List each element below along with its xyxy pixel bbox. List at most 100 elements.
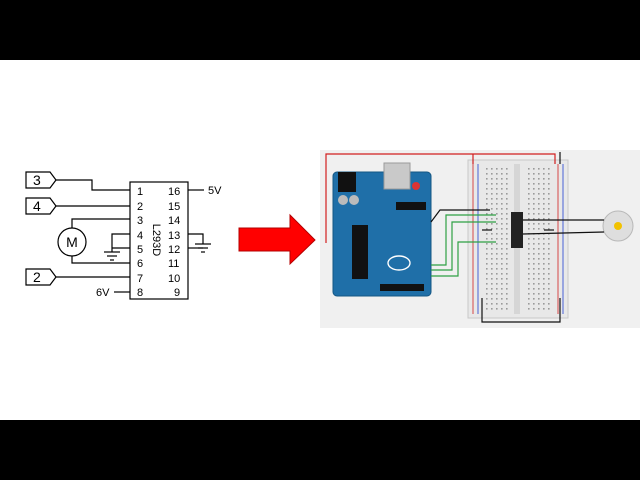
breadboard-hole — [506, 303, 508, 305]
wire-pin1 — [56, 179, 130, 191]
breadboard-hole — [533, 208, 535, 210]
breadboard-hole — [538, 298, 540, 300]
breadboard-chip — [511, 212, 523, 248]
breadboard-hole — [486, 288, 488, 290]
bottom-letterbox-bar — [0, 420, 640, 480]
breadboard-hole — [533, 248, 535, 250]
breadboard-hole — [543, 293, 545, 295]
breadboard-hole — [538, 228, 540, 230]
breadboard-hole — [543, 208, 545, 210]
breadboard-hole — [543, 228, 545, 230]
breadboard-hole — [496, 168, 498, 170]
breadboard-hole — [496, 233, 498, 235]
breadboard-hole — [533, 278, 535, 280]
breadboard-hole — [548, 173, 550, 175]
breadboard-hole — [538, 238, 540, 240]
breadboard-hole — [506, 218, 508, 220]
breadboard-hole — [543, 308, 545, 310]
breadboard-hole — [538, 243, 540, 245]
breadboard-hole — [548, 223, 550, 225]
breadboard-hole — [506, 228, 508, 230]
breadboard-hole — [506, 208, 508, 210]
breadboard-hole — [501, 283, 503, 285]
breadboard-hole — [491, 268, 493, 270]
breadboard-hole — [506, 178, 508, 180]
breadboard-hole — [538, 303, 540, 305]
breadboard-hole — [501, 178, 503, 180]
breadboard-hole — [506, 193, 508, 195]
breadboard-hole — [528, 198, 530, 200]
wire-pin6 — [71, 256, 130, 264]
breadboard-hole — [548, 208, 550, 210]
capacitor-1 — [338, 195, 348, 205]
diagram-canvas: 1 2 3 4 5 6 7 8 16 15 14 13 12 11 10 9 L… — [0, 60, 640, 420]
breadboard-hole — [501, 288, 503, 290]
breadboard-hole — [528, 188, 530, 190]
breadboard-hole — [528, 183, 530, 185]
breadboard-hole — [533, 188, 535, 190]
breadboard-hole — [543, 243, 545, 245]
breadboard-hole — [496, 188, 498, 190]
breadboard-hole — [543, 183, 545, 185]
breadboard-hole — [496, 288, 498, 290]
breadboard-hole — [528, 293, 530, 295]
breadboard-hole — [538, 183, 540, 185]
breadboard-hole — [506, 308, 508, 310]
breadboard-hole — [506, 283, 508, 285]
breadboard-hole — [486, 298, 488, 300]
pin-number-8: 8 — [137, 287, 143, 299]
wire-green-2 — [431, 221, 496, 271]
breadboard-hole — [528, 228, 530, 230]
breadboard-hole — [548, 288, 550, 290]
breadboard-illustration — [320, 150, 640, 328]
breadboard-hole — [491, 243, 493, 245]
breadboard-hole — [538, 173, 540, 175]
breadboard-hole — [501, 213, 503, 215]
pin-number-16: 16 — [168, 186, 180, 198]
breadboard-hole — [501, 238, 503, 240]
breadboard-hole — [491, 208, 493, 210]
breadboard-hole — [548, 203, 550, 205]
breadboard-hole — [501, 278, 503, 280]
wire-green-3 — [431, 241, 496, 277]
breadboard-hole — [501, 218, 503, 220]
wire-pin3 — [71, 218, 130, 230]
breadboard-hole — [496, 268, 498, 270]
breadboard-hole — [486, 308, 488, 310]
breadboard-hole — [528, 283, 530, 285]
breadboard-hole — [528, 208, 530, 210]
breadboard-hole — [486, 268, 488, 270]
breadboard-hole — [543, 278, 545, 280]
supply-5v-label: 5V — [208, 185, 222, 197]
pin-number-14: 14 — [168, 215, 180, 227]
breadboard-hole — [506, 213, 508, 215]
breadboard-hole — [501, 258, 503, 260]
breadboard-hole — [543, 223, 545, 225]
breadboard-hole — [496, 308, 498, 310]
breadboard-hole — [491, 278, 493, 280]
breadboard-hole — [506, 268, 508, 270]
breadboard-hole — [491, 188, 493, 190]
breadboard-hole — [491, 273, 493, 275]
pin-number-9: 9 — [174, 287, 180, 299]
breadboard-hole — [491, 298, 493, 300]
breadboard-hole — [548, 168, 550, 170]
breadboard-hole — [533, 308, 535, 310]
breadboard-hole — [533, 178, 535, 180]
breadboard-hole — [538, 213, 540, 215]
breadboard-hole — [491, 233, 493, 235]
analog-header — [380, 284, 424, 291]
breadboard-hole — [486, 263, 488, 265]
breadboard-hole — [506, 273, 508, 275]
breadboard-hole — [528, 248, 530, 250]
breadboard-hole — [548, 253, 550, 255]
breadboard-hole — [538, 178, 540, 180]
breadboard-hole — [538, 188, 540, 190]
breadboard-hole — [496, 208, 498, 210]
breadboard-hole — [548, 243, 550, 245]
breadboard-hole — [491, 263, 493, 265]
breadboard-hole — [496, 303, 498, 305]
connector-3-label: 3 — [33, 172, 41, 188]
schematic-labels: 1 2 3 4 5 6 7 8 16 15 14 13 12 11 10 9 L… — [33, 172, 222, 299]
breadboard-hole — [528, 223, 530, 225]
